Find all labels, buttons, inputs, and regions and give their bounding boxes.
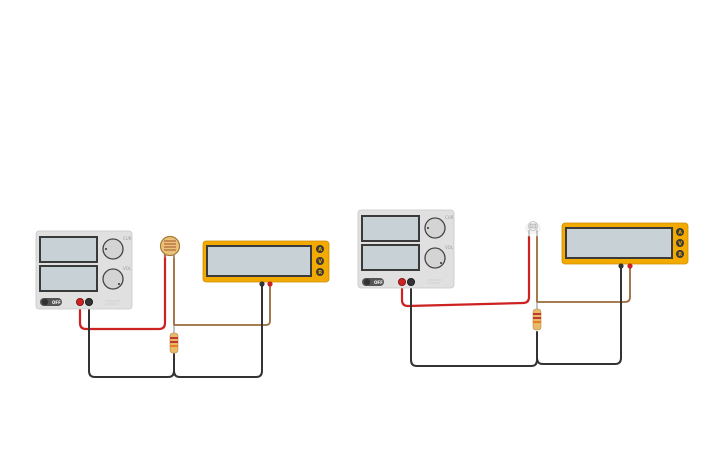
multimeter-display: [206, 245, 312, 277]
meter-probe-red[interactable]: [267, 281, 273, 287]
svg-text:R: R: [318, 270, 322, 276]
supply-terminal-negative[interactable]: [406, 277, 415, 286]
mode-button-r[interactable]: [316, 268, 324, 276]
current-knob[interactable]: [424, 217, 446, 239]
wire-red-2[interactable]: [400, 236, 531, 308]
mode-button-v[interactable]: [676, 239, 684, 247]
voltage-knob[interactable]: [102, 268, 124, 290]
svg-text:A: A: [678, 230, 682, 236]
voltage-knob-label: VOL: [445, 245, 454, 250]
svg-text:V: V: [678, 241, 682, 247]
resistor-1[interactable]: [169, 325, 179, 354]
supply-display-top: [39, 236, 98, 263]
svg-text:R: R: [678, 252, 682, 258]
multimeter-1[interactable]: A V R: [202, 240, 330, 287]
power-supply-1[interactable]: CUR VOL OFF: [35, 230, 133, 310]
current-knob-label: CUR: [123, 236, 132, 241]
mode-button-v[interactable]: [316, 257, 324, 265]
circuit-1: CUR VOL OFF: [35, 230, 330, 378]
power-toggle-label: OFF: [52, 300, 61, 305]
mode-button-r[interactable]: [676, 250, 684, 258]
supply-terminal-negative[interactable]: [85, 297, 94, 306]
supply-display-bottom: [361, 244, 420, 271]
mode-button-a[interactable]: [316, 245, 324, 253]
wire-brown-1[interactable]: [173, 254, 271, 326]
current-knob[interactable]: [102, 238, 124, 260]
svg-text:V: V: [318, 259, 322, 265]
voltage-knob[interactable]: [424, 247, 446, 269]
multimeter-2[interactable]: A V R: [561, 222, 689, 269]
power-supply-2[interactable]: CUR VOL OFF: [357, 209, 455, 289]
voltage-knob-label: VOL: [123, 266, 132, 271]
meter-probe-black[interactable]: [618, 263, 624, 269]
supply-terminal-positive[interactable]: [397, 277, 406, 286]
supply-terminal-positive[interactable]: [76, 297, 85, 306]
wire-black-2[interactable]: [410, 267, 622, 367]
resistor-2[interactable]: [532, 302, 542, 331]
circuit-2: CUR VOL OFF: [357, 209, 689, 367]
svg-text:A: A: [318, 247, 322, 253]
meter-probe-black[interactable]: [259, 281, 265, 287]
wire-black-1[interactable]: [88, 285, 263, 378]
current-knob-label: CUR: [445, 215, 454, 220]
mode-button-a[interactable]: [676, 228, 684, 236]
led[interactable]: [525, 221, 541, 238]
wire-red-1[interactable]: [78, 254, 167, 331]
wire-brown-2[interactable]: [536, 236, 631, 303]
multimeter-display: [565, 227, 673, 259]
power-toggle-label: OFF: [374, 280, 383, 285]
photoresistor[interactable]: [159, 235, 181, 259]
supply-display-bottom: [39, 265, 98, 292]
supply-display-top: [361, 215, 420, 242]
meter-probe-red[interactable]: [627, 263, 633, 269]
